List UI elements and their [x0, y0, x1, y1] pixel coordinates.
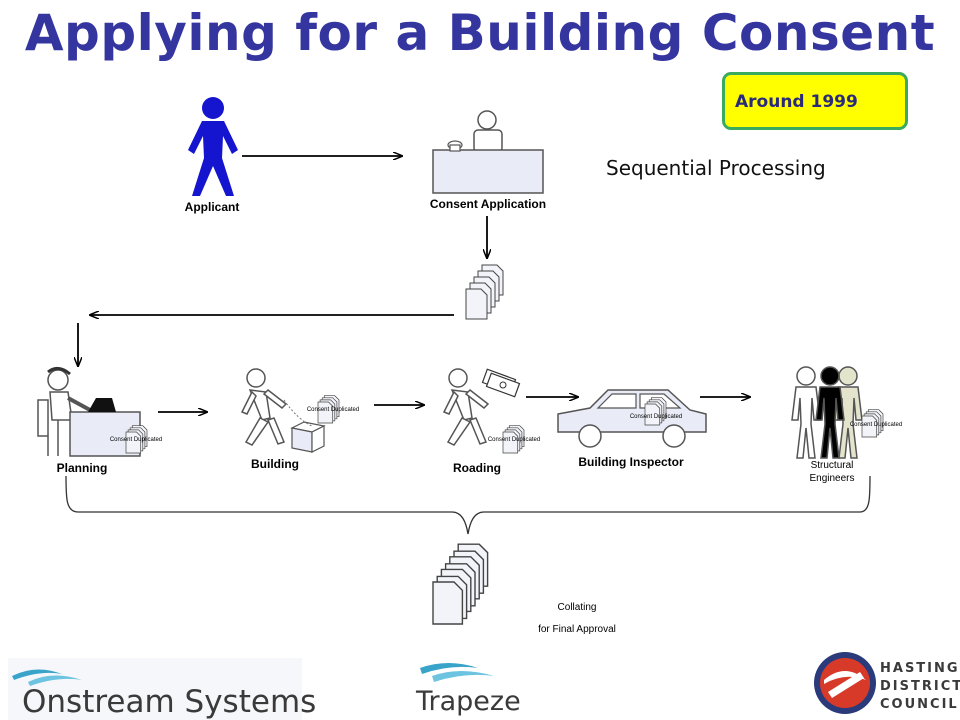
applicant-figure [188, 97, 238, 196]
hastings-line1: HASTINGS [880, 661, 960, 676]
node-label-planning: Planning [57, 461, 108, 475]
doc-tag-inspector: Consent Duplicated [630, 414, 682, 420]
era-badge [722, 72, 908, 130]
hastings-line3: COUNCIL [880, 697, 959, 712]
onstream-logo-text: Onstream Systems [22, 684, 316, 720]
node-label-structural-line1: Structural [811, 460, 854, 471]
duplicated-documents-stack [465, 264, 504, 320]
building-box-icon [283, 399, 326, 453]
collating-line2: for Final Approval [538, 624, 616, 635]
doc-tag-building: Consent Duplicated [307, 407, 359, 413]
doc-tag-engineers: Consent Duplicated [850, 422, 902, 428]
roading-figure [443, 368, 489, 446]
building-figure [241, 368, 287, 446]
node-label-consent-application: Consent Application [430, 197, 546, 211]
page-title: Applying for a Building Consent [24, 4, 936, 62]
doc-tag-roading: Consent Duplicated [488, 437, 540, 443]
collated-documents-stack [432, 543, 489, 625]
node-label-structural-line2: Engineers [809, 473, 854, 484]
doc-tag-planning: Consent Duplicated [110, 437, 162, 443]
node-label-roading: Roading [453, 461, 501, 475]
hastings-line2: DISTRICT [880, 679, 960, 694]
trapeze-swoosh-icon [420, 663, 494, 682]
consent-application-desk [432, 110, 544, 194]
structural-engineers-group [791, 366, 863, 459]
planning-desk-figure [37, 367, 141, 457]
era-badge-label: Around 1999 [735, 92, 858, 112]
onstream-logo-background [8, 658, 302, 720]
node-label-applicant: Applicant [185, 200, 240, 214]
trapeze-logo-text: Trapeze [415, 686, 521, 717]
inspector-documents [645, 398, 666, 425]
onstream-swoosh-icon [12, 669, 82, 686]
collating-brace [65, 475, 871, 535]
node-label-building: Building [251, 457, 299, 471]
money-icon [481, 368, 521, 398]
subtitle: Sequential Processing [606, 156, 826, 180]
collating-line1: Collating [558, 602, 597, 613]
hastings-emblem-icon [814, 652, 876, 714]
node-label-building-inspector: Building Inspector [578, 455, 684, 469]
